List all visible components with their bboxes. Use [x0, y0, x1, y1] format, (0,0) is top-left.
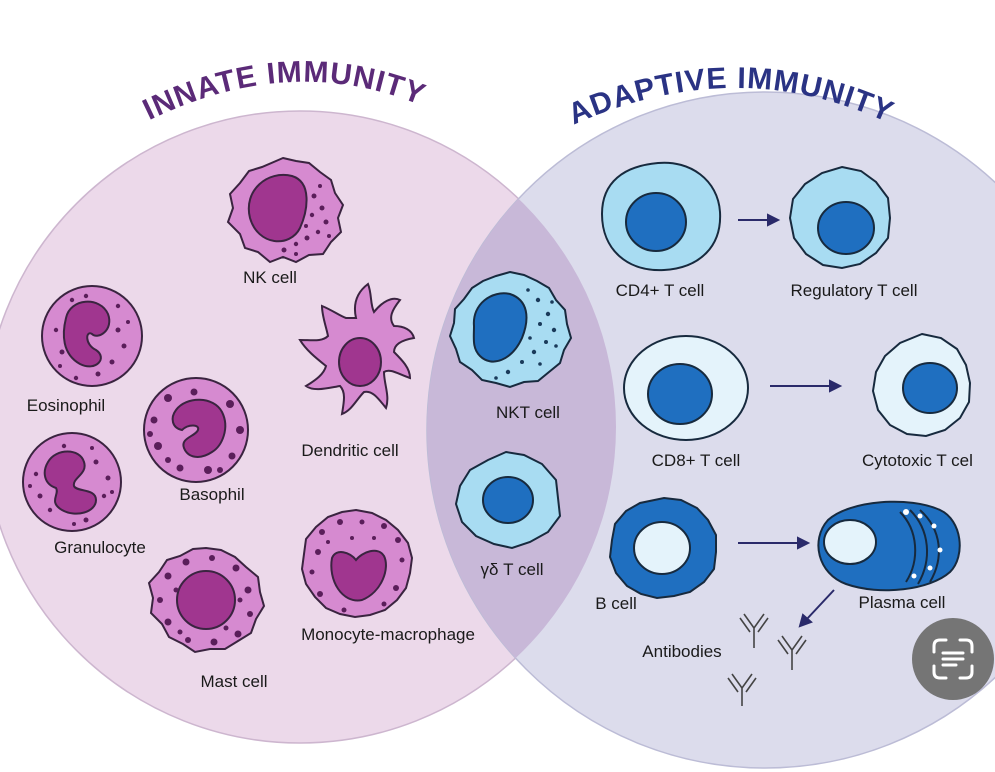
plasma-cell-icon	[817, 500, 961, 592]
google-lens-button[interactable]	[912, 618, 994, 700]
monocyte-macrophage-label: Monocyte-macrophage	[301, 625, 475, 644]
cytotoxic-t-cell-icon	[871, 332, 972, 438]
arrow-cd4-to-regulatory	[738, 213, 781, 227]
eosinophil-icon	[41, 285, 143, 387]
arrow-plasma-to-antibodies	[798, 589, 835, 628]
cd8-t-cell-label: CD8+ T cell	[652, 451, 741, 470]
mast-cell-icon	[147, 546, 266, 654]
cd4-t-cell-icon	[600, 161, 722, 272]
dendritic-cell-icon	[298, 282, 416, 416]
basophil-icon	[143, 377, 249, 483]
antibody-icon	[727, 613, 807, 706]
monocyte-macrophage-icon	[300, 508, 414, 619]
granulocyte-label: Granulocyte	[54, 538, 146, 557]
plasma-cell-label: Plasma cell	[859, 593, 946, 612]
cd4-t-cell-label: CD4+ T cell	[616, 281, 705, 300]
nk-cell-label: NK cell	[243, 268, 297, 287]
nkt-cell-icon	[448, 270, 573, 389]
basophil-label: Basophil	[179, 485, 244, 504]
gamma-delta-t-cell-icon	[454, 450, 562, 550]
regulatory-t-cell-icon	[788, 165, 892, 270]
cd8-t-cell-icon	[623, 335, 749, 441]
dendritic-cell-label: Dendritic cell	[301, 441, 398, 460]
granulocyte-icon	[22, 432, 122, 532]
mast-cell-label: Mast cell	[200, 672, 267, 691]
antibodies-label: Antibodies	[642, 642, 721, 661]
nk-cell-icon	[226, 156, 345, 264]
google-lens-icon	[932, 638, 974, 680]
eosinophil-label: Eosinophil	[27, 396, 105, 415]
regulatory-t-cell-label: Regulatory T cell	[791, 281, 918, 300]
arrow-b-to-plasma	[738, 536, 811, 550]
b-cell-icon	[608, 496, 717, 600]
cytotoxic-t-cell-label: Cytotoxic T cel	[862, 451, 973, 470]
arrow-cd8-to-cytotoxic	[770, 379, 843, 393]
gamma-delta-t-cell-label: γδ T cell	[481, 560, 544, 579]
nkt-cell-label: NKT cell	[496, 403, 560, 422]
b-cell-label: B cell	[595, 594, 637, 613]
